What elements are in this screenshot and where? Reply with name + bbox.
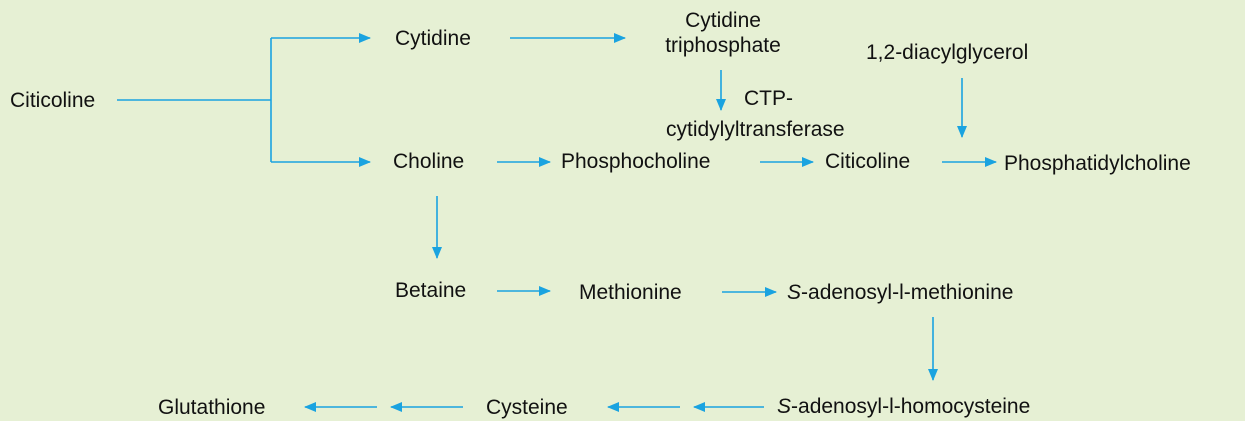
node-cytidine-triphosphate: Cytidine triphosphate (665, 8, 781, 58)
node-cytidine-triphosphate-line2: triphosphate (665, 34, 781, 57)
node-methionine: Methionine (579, 281, 682, 304)
node-s-adenosyl-methionine: S-adenosyl-l-methionine (787, 280, 1013, 305)
node-betaine: Betaine (395, 279, 467, 302)
node-citicoline-mid: Citicoline (825, 150, 911, 173)
enzyme-ctp-line2: cytidylyltransferase (666, 118, 845, 141)
sam-rest: -adenosyl-l-methionine (801, 281, 1014, 304)
node-cysteine: Cysteine (486, 396, 568, 419)
sam-prefix: S (787, 281, 802, 304)
node-diacylglycerol: 1,2-diacylglycerol (866, 41, 1029, 64)
node-choline: Choline (393, 150, 465, 173)
node-cytidine: Cytidine (395, 27, 471, 50)
node-glutathione: Glutathione (158, 396, 266, 419)
node-cytidine-triphosphate-line1: Cytidine (685, 9, 761, 32)
sah-rest: -adenosyl-l-homocysteine (791, 395, 1031, 418)
node-s-adenosyl-homocysteine: S-adenosyl-l-homocysteine (777, 394, 1030, 419)
node-phosphocholine: Phosphocholine (561, 150, 711, 173)
enzyme-ctp-line1: CTP- (744, 87, 793, 110)
node-phosphatidylcholine: Phosphatidylcholine (1004, 152, 1191, 175)
sah-prefix: S (777, 395, 792, 418)
node-citicoline-start: Citicoline (10, 89, 96, 112)
